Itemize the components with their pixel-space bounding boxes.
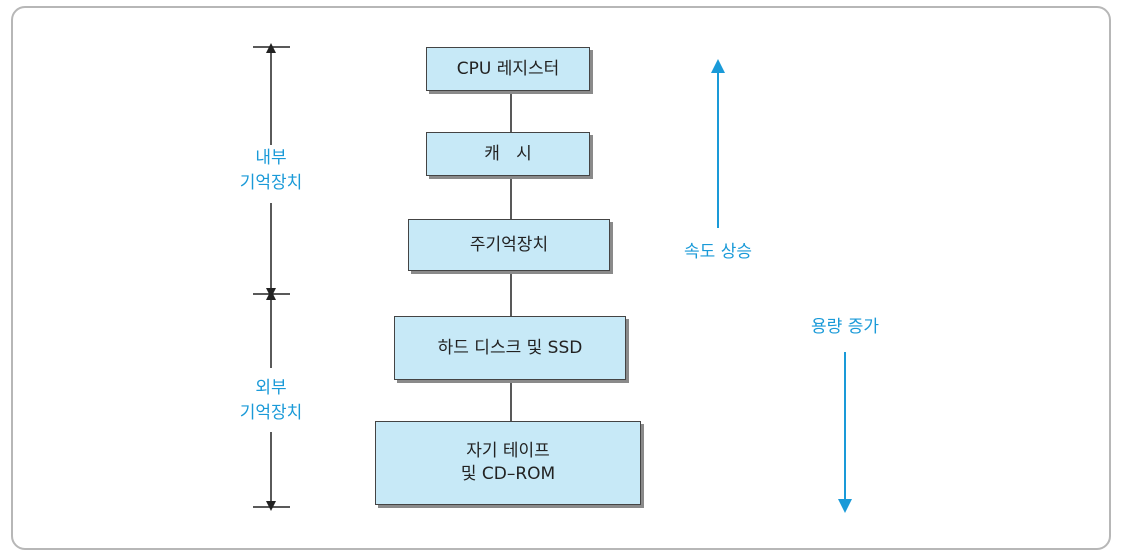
external-storage-label-line2: 기억장치 bbox=[239, 402, 303, 423]
level-tape-cdrom-label-line1: 자기 테이프 bbox=[466, 441, 550, 462]
level-cache: 캐 시 bbox=[426, 132, 590, 176]
level-tape-cdrom: 자기 테이프 및 CD–ROM bbox=[375, 421, 641, 505]
external-storage-label: 외부 기억장치 bbox=[211, 376, 331, 425]
internal-storage-label: 내부 기억장치 bbox=[211, 146, 331, 195]
level-main-memory-label: 주기억장치 bbox=[469, 234, 549, 255]
level-tape-cdrom-label-line2: 및 CD–ROM bbox=[460, 464, 556, 484]
level-main-memory: 주기억장치 bbox=[408, 219, 610, 271]
capacity-increase-label: 용량 증가 bbox=[811, 317, 879, 337]
speed-increase-label: 속도 상승 bbox=[684, 242, 752, 262]
level-cache-label: 캐 시 bbox=[484, 143, 532, 164]
internal-storage-label-line1: 내부 bbox=[255, 148, 287, 168]
external-storage-label-line1: 외부 bbox=[255, 378, 287, 398]
level-hdd-ssd: 하드 디스크 및 SSD bbox=[394, 316, 626, 380]
level-hdd-ssd-label: 하드 디스크 및 SSD bbox=[437, 337, 583, 358]
level-cpu-register-label: CPU 레지스터 bbox=[456, 58, 560, 79]
level-cpu-register: CPU 레지스터 bbox=[426, 47, 590, 91]
internal-storage-label-line2: 기억장치 bbox=[239, 172, 303, 193]
